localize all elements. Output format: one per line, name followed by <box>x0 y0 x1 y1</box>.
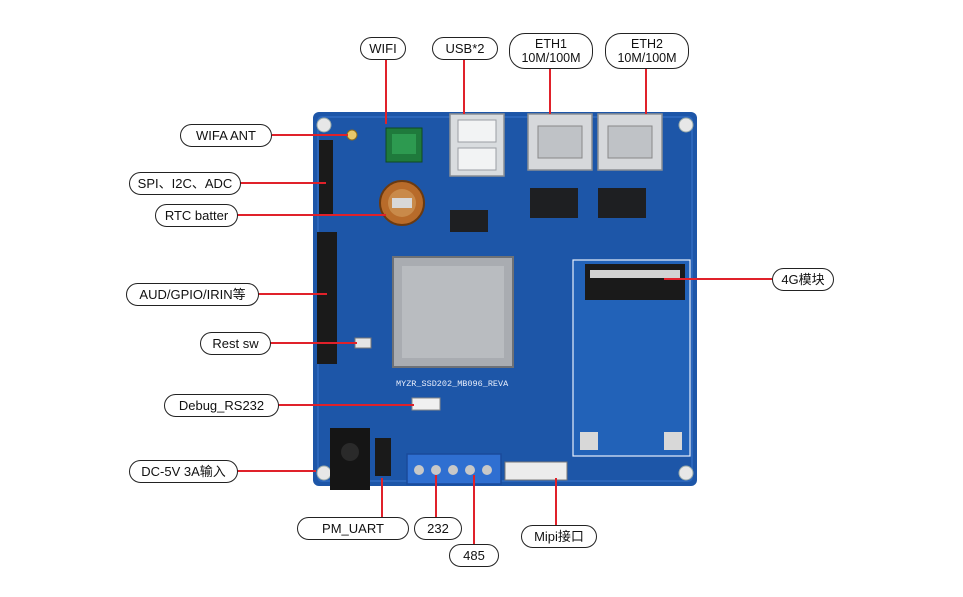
mounting-hole <box>316 465 332 481</box>
gpio-header <box>317 232 337 364</box>
eth2-phy-chip <box>598 188 646 218</box>
eth1-phy-chip <box>530 188 578 218</box>
mipi-connector <box>504 461 568 481</box>
board-silkscreen: MYZR_SSD202_MB096_REVA <box>396 379 509 389</box>
mounting-hole <box>678 465 694 481</box>
reset-switch <box>354 337 372 349</box>
4g-socket <box>585 264 685 300</box>
callout-4g-module: 4G模块 <box>772 268 834 291</box>
spi-i2c-adc-header <box>319 140 333 216</box>
callout-485: 485 <box>449 544 499 567</box>
debug-connector <box>411 397 441 411</box>
callout-232: 232 <box>414 517 462 540</box>
callout-aud-gpio: AUD/GPIO/IRIN等 <box>126 283 259 306</box>
callout-eth2: ETH2 10M/100M <box>605 33 689 69</box>
callout-usb: USB*2 <box>432 37 498 60</box>
callout-wifa-ant: WIFA ANT <box>180 124 272 147</box>
callout-eth1-line1: ETH1 <box>535 37 567 51</box>
callout-spi-i2c-adc: SPI、I2C、ADC <box>129 172 241 195</box>
callout-rest-sw: Rest sw <box>200 332 271 355</box>
pm-uart-header <box>375 438 391 476</box>
callout-eth1: ETH1 10M/100M <box>509 33 593 69</box>
callout-pm-uart: PM_UART <box>297 517 409 540</box>
callout-dc-in: DC-5V 3A输入 <box>129 460 238 483</box>
callout-eth2-line1: ETH2 <box>631 37 663 51</box>
callout-wifi: WIFI <box>360 37 406 60</box>
callout-eth1-line2: 10M/100M <box>521 51 581 65</box>
callout-rtc-batter: RTC batter <box>155 204 238 227</box>
mounting-hole <box>678 117 694 133</box>
wifi-antenna-pad <box>346 129 358 141</box>
callout-eth2-line2: 10M/100M <box>617 51 677 65</box>
callout-mipi: Mipi接口 <box>521 525 597 548</box>
callout-debug-rs232: Debug_RS232 <box>164 394 279 417</box>
small-ic <box>450 210 488 232</box>
mounting-hole <box>316 117 332 133</box>
